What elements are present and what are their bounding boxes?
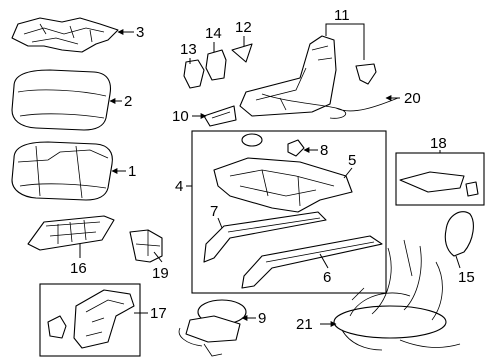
callout-21: 21 [296, 316, 313, 333]
leader-7 [217, 217, 223, 229]
callout-11: 11 [334, 7, 350, 24]
callout-20: 20 [404, 90, 421, 107]
part-15-side-cover [444, 211, 474, 257]
leader-19 [153, 251, 163, 263]
part-21-wire-harness [333, 239, 461, 351]
part-2-seat-cushion-pad [11, 69, 112, 131]
part-6-seat-track [241, 235, 383, 289]
part-3-seat-heater-mat [11, 17, 119, 53]
part-1-seat-cushion-cover [11, 141, 113, 201]
box-4 [191, 130, 387, 294]
callout-14: 14 [205, 25, 222, 42]
callout-18: 18 [430, 135, 447, 152]
part-7-seat-track [203, 211, 327, 263]
part-14-cover [205, 49, 227, 81]
callout-5: 5 [348, 152, 356, 169]
part-9-power-unit [178, 299, 247, 357]
part-12-cap [231, 43, 253, 63]
leader-5 [343, 167, 353, 179]
callout-6: 6 [323, 269, 331, 286]
callout-16: 16 [70, 260, 87, 277]
callout-15: 15 [458, 269, 475, 286]
part-20-cable [261, 93, 399, 119]
callout-12: 12 [235, 19, 252, 36]
part-8-bracket [241, 133, 305, 157]
callout-8: 8 [320, 142, 328, 159]
part-13-cover [183, 59, 205, 89]
leader-15 [455, 255, 461, 269]
callout-3: 3 [136, 24, 144, 41]
callout-10: 10 [172, 108, 189, 125]
callout-1: 1 [128, 163, 136, 180]
part-16-trim-cover [27, 215, 115, 251]
part-19-bracket [129, 229, 163, 263]
part-5-seat-frame [213, 157, 353, 213]
part-11-seatback-frame [239, 35, 377, 117]
callout-19: 19 [152, 265, 169, 282]
callout-13: 13 [180, 41, 197, 58]
callout-17: 17 [150, 305, 167, 322]
callout-4: 4 [175, 178, 183, 195]
callout-2: 2 [124, 93, 132, 110]
leader-6 [319, 253, 329, 269]
leader-11 [325, 23, 365, 60]
part-18-cover [399, 171, 479, 197]
callout-7: 7 [210, 203, 218, 220]
part-17-shield [47, 289, 135, 349]
box-17 [39, 283, 141, 357]
callout-9: 9 [258, 310, 266, 327]
part-10-trim [203, 105, 237, 127]
